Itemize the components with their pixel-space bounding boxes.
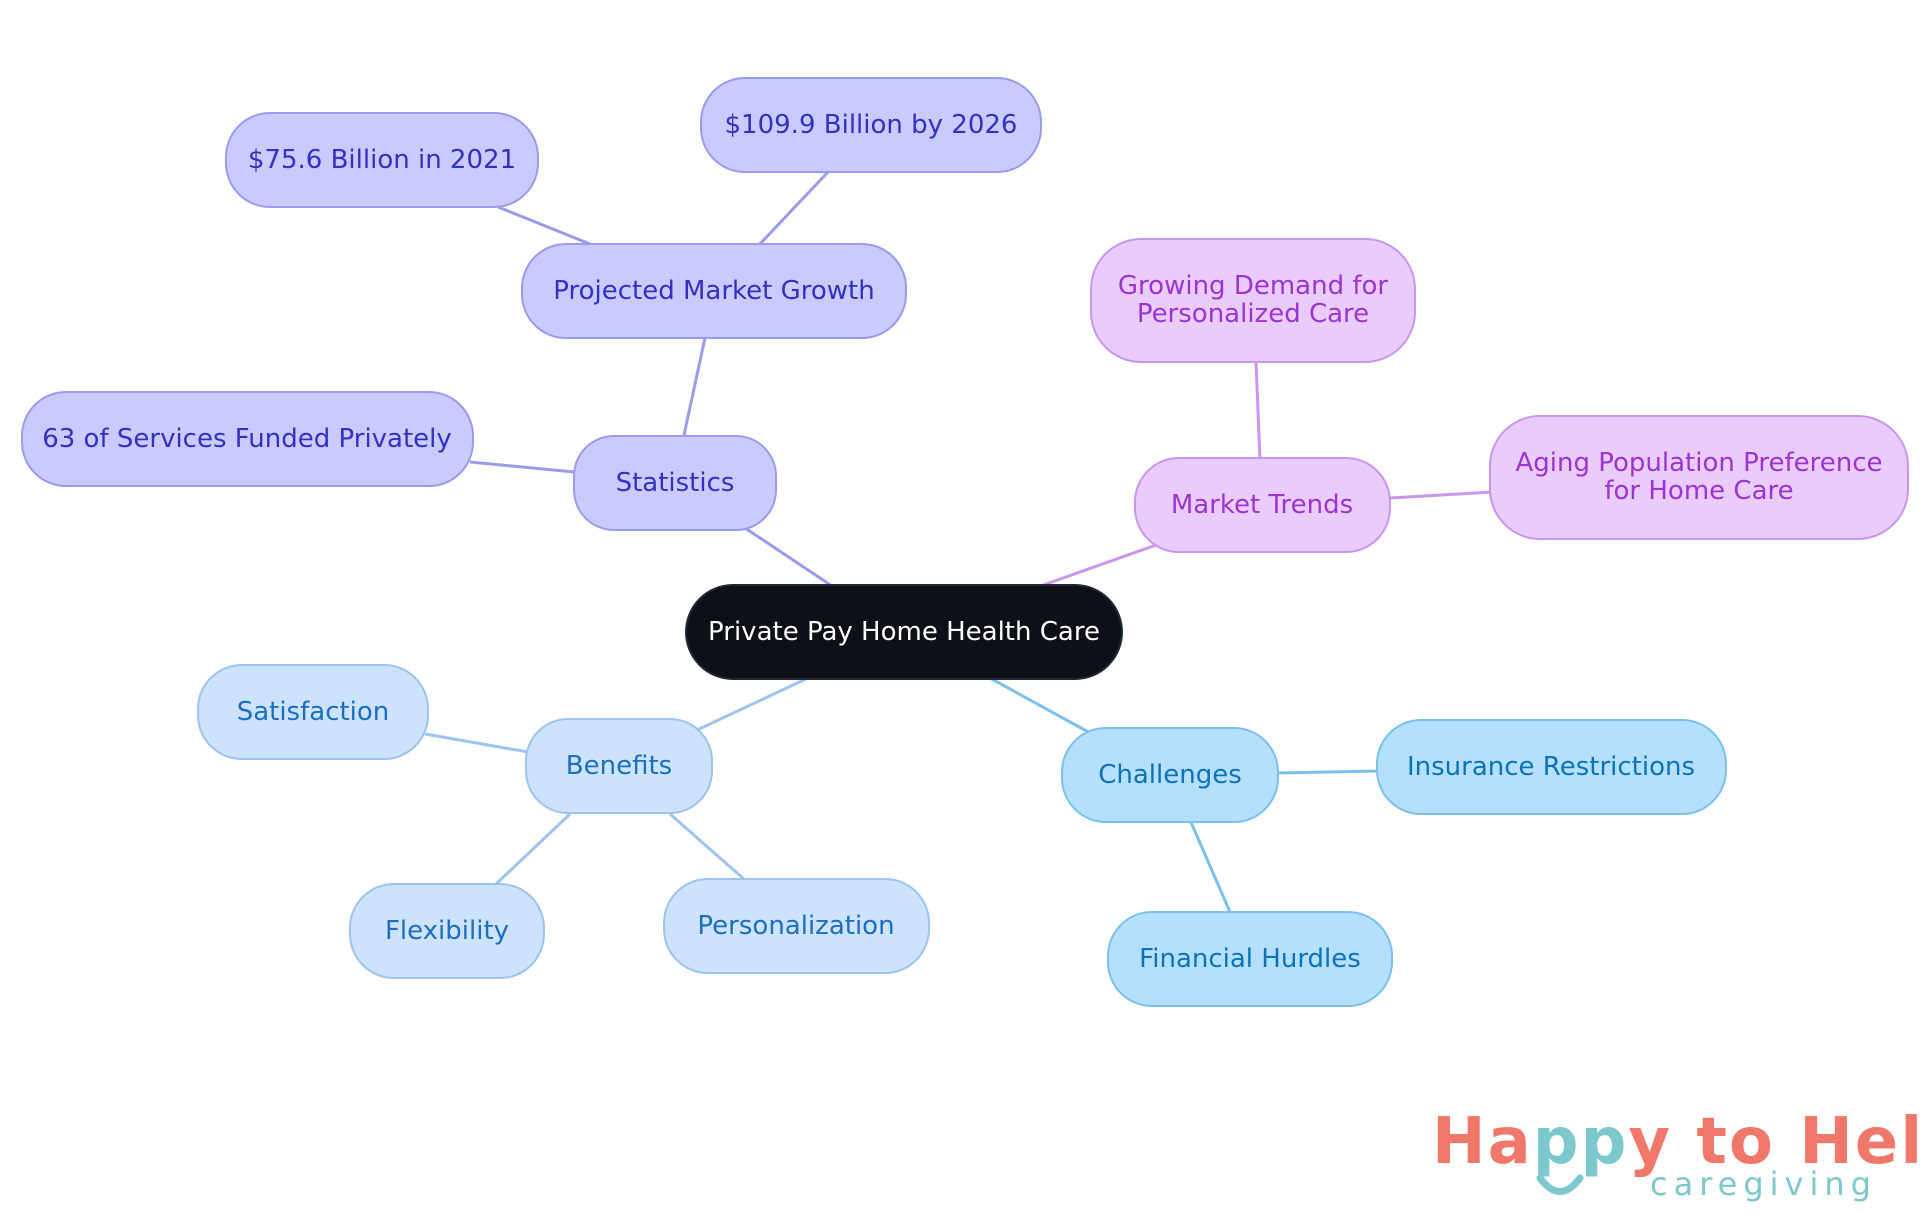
satisfaction-label: Satisfaction <box>237 697 390 727</box>
growing-demand-node[interactable]: Growing Demand for Personalized Care <box>1090 238 1416 363</box>
challenges-label: Challenges <box>1098 760 1242 790</box>
edge-statistics-projected <box>682 337 707 436</box>
value-2021-label: $75.6 Billion in 2021 <box>248 145 516 175</box>
growing-demand-line1: Growing Demand for <box>1118 271 1388 301</box>
center-node-label: Private Pay Home Health Care <box>708 617 1100 647</box>
funded-privately-label: 63 of Services Funded Privately <box>42 424 452 454</box>
personalization-node[interactable]: Personalization <box>663 878 930 974</box>
edge-center-challenges <box>989 676 1093 736</box>
edge-benefits-flexibility <box>494 812 572 886</box>
edge-challenges-insurance <box>1277 769 1379 775</box>
smile-icon <box>1536 1174 1584 1195</box>
market-trends-node[interactable]: Market Trends <box>1134 457 1391 553</box>
logo-tagline: caregiving <box>1650 1165 1877 1203</box>
connectors <box>424 170 1493 913</box>
financial-hurdles-node[interactable]: Financial Hurdles <box>1107 911 1393 1007</box>
logo-part3: y to Help <box>1628 1105 1920 1179</box>
personalization-label: Personalization <box>697 911 894 941</box>
funded-privately-node[interactable]: 63 of Services Funded Privately <box>21 391 474 487</box>
flexibility-node[interactable]: Flexibility <box>349 883 545 979</box>
edge-projected-2026 <box>756 170 830 248</box>
projected-market-growth-label: Projected Market Growth <box>553 276 874 306</box>
aging-population-node[interactable]: Aging Population Preference for Home Car… <box>1489 415 1909 540</box>
statistics-node-label: Statistics <box>616 468 735 498</box>
edge-statistics-funded <box>469 460 575 474</box>
benefits-label: Benefits <box>566 751 672 781</box>
edge-projected-2021 <box>497 205 596 248</box>
statistics-node[interactable]: Statistics <box>573 435 777 531</box>
logo-part1: Ha <box>1432 1105 1533 1179</box>
edge-trends-demand <box>1254 361 1262 461</box>
challenges-node[interactable]: Challenges <box>1061 727 1279 823</box>
value-2021-node[interactable]: $75.6 Billion in 2021 <box>225 112 539 208</box>
logo-wordmark: Happy to Help <box>1432 1105 1920 1179</box>
aging-population-line1: Aging Population Preference <box>1516 448 1883 478</box>
edge-center-trends <box>1034 543 1157 590</box>
insurance-restrictions-label: Insurance Restrictions <box>1407 752 1695 782</box>
happy-to-help-logo: Happy to Help caregiving <box>1420 1105 1920 1215</box>
edge-benefits-satisfaction <box>424 732 529 754</box>
value-2026-label: $109.9 Billion by 2026 <box>725 110 1018 140</box>
edge-center-statistics <box>744 526 836 590</box>
value-2026-node[interactable]: $109.9 Billion by 2026 <box>700 77 1042 173</box>
benefits-node[interactable]: Benefits <box>525 718 713 814</box>
logo-part2: pp <box>1532 1105 1629 1179</box>
satisfaction-node[interactable]: Satisfaction <box>197 664 429 760</box>
projected-market-growth-node[interactable]: Projected Market Growth <box>521 243 907 339</box>
edge-challenges-financial <box>1188 819 1232 913</box>
center-node[interactable]: Private Pay Home Health Care <box>685 584 1123 680</box>
growing-demand-line2: Personalized Care <box>1137 299 1369 329</box>
insurance-restrictions-node[interactable]: Insurance Restrictions <box>1376 719 1727 815</box>
aging-population-line2: for Home Care <box>1604 476 1793 506</box>
edge-trends-aging <box>1389 490 1493 500</box>
financial-hurdles-label: Financial Hurdles <box>1139 944 1361 974</box>
market-trends-label: Market Trends <box>1171 490 1353 520</box>
flexibility-label: Flexibility <box>385 916 509 946</box>
edge-center-benefits <box>694 676 809 733</box>
edge-benefits-personalization <box>669 812 746 882</box>
